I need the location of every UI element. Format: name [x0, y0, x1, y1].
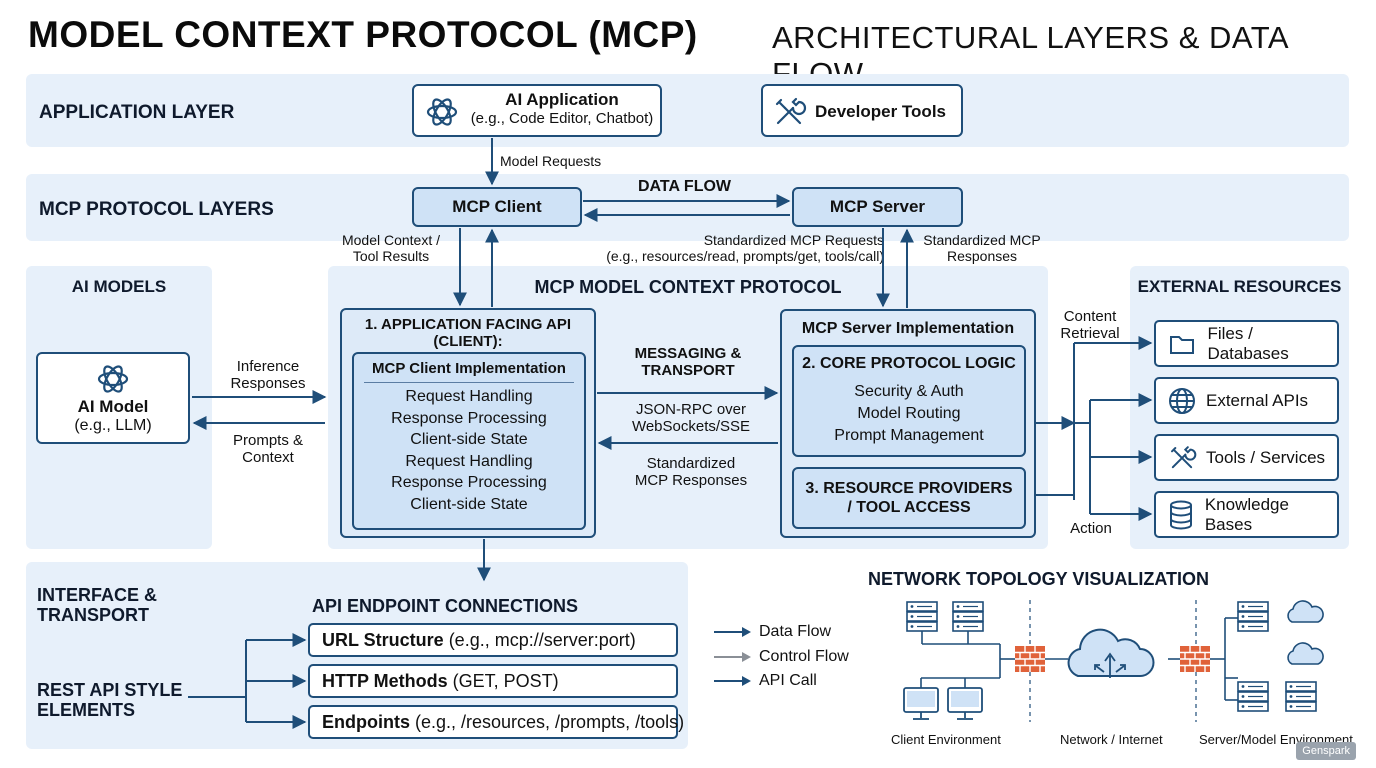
application-facing-api-title: 1. APPLICATION FACING API (CLIENT): [364, 316, 572, 350]
files-databases-box[interactable]: Files / Databases [1154, 320, 1339, 367]
client-item: Client-side State [410, 431, 528, 448]
client-item: Client-side State [410, 495, 528, 513]
legend-control-flow-label: Control Flow [759, 648, 849, 665]
server-implementation-title: MCP Server Implementation [801, 320, 1015, 337]
ai-models-label: AI MODELS [71, 277, 167, 296]
legend-api-call: API Call [714, 672, 817, 690]
application-layer-label: APPLICATION LAYER [39, 102, 235, 123]
client-item: Response Processing [391, 409, 547, 427]
external-apis-box[interactable]: External APIs [1154, 377, 1339, 424]
standardized-responses-mid-label: Standardized MCP Responses [634, 455, 748, 489]
resource-providers-box[interactable]: 3. RESOURCE PROVIDERS / TOOL ACCESS [792, 467, 1026, 529]
protocol-layer-band [26, 174, 1349, 241]
genspark-watermark: Genspark [1296, 742, 1356, 760]
mcp-server-box[interactable]: MCP Server [792, 187, 963, 227]
mcp-server-label: MCP Server [829, 197, 926, 216]
blue-arrow-icon [714, 676, 751, 686]
messaging-transport-label: MESSAGING & TRANSPORT [634, 345, 742, 379]
tools-icon [1162, 443, 1202, 473]
standardized-requests-label: Standardized MCP Requests (e.g., resourc… [606, 232, 884, 264]
http-methods-bold: HTTP Methods [322, 670, 448, 691]
topology-title: NETWORK TOPOLOGY VISUALIZATION [868, 569, 1210, 589]
tools-services-box[interactable]: Tools / Services [1154, 434, 1339, 481]
openai-logo-icon [97, 365, 129, 393]
ai-model-title: AI Model [77, 397, 149, 416]
interface-transport-label: INTERFACE & TRANSPORT [37, 585, 158, 625]
inference-responses-label: Inference Responses [230, 358, 306, 392]
ai-model-box[interactable]: AI Model (e.g., LLM) [36, 352, 190, 444]
endpoints-row[interactable]: Endpoints (e.g., /resources, /prompts, /… [308, 705, 684, 739]
legend-control-flow: Control Flow [714, 648, 849, 666]
page-subtitle: ARCHITECTURAL LAYERS & DATA FLOW [772, 20, 1288, 91]
url-structure-row[interactable]: URL Structure (e.g., mcp://server:port) [308, 623, 678, 657]
endpoints-bold: Endpoints [322, 711, 410, 732]
legend-data-flow: Data Flow [714, 623, 831, 641]
rest-api-label: REST API STYLE ELEMENTS [37, 680, 183, 720]
application-layer-band [26, 74, 1349, 147]
protocol-layer-label: MCP PROTOCOL LAYERS [39, 199, 274, 220]
legend-data-flow-label: Data Flow [759, 623, 832, 640]
folder-icon [1162, 333, 1201, 355]
openai-logo-icon [426, 98, 458, 126]
client-item: Request Handling [405, 452, 533, 470]
ai-application-title: AI Application [505, 90, 619, 109]
wrench-screwdriver-icon [775, 97, 807, 125]
application-facing-api-box[interactable]: 1. APPLICATION FACING API (CLIENT): MCP … [340, 308, 596, 538]
client-item: Request Handling [405, 388, 533, 405]
resource-providers-title: 3. RESOURCE PROVIDERS / TOOL ACCESS [805, 480, 1013, 516]
core-item: Security & Auth [854, 383, 964, 400]
ai-application-box[interactable]: AI Application (e.g., Code Editor, Chatb… [412, 84, 662, 137]
knowledge-bases-box[interactable]: Knowledge Bases [1154, 491, 1339, 538]
developer-tools-label: Developer Tools [815, 102, 946, 121]
knowledge-bases-label: Knowledge Bases [1204, 494, 1289, 534]
external-resources-label: EXTERNAL RESOURCES [1137, 277, 1342, 296]
gray-arrow-icon [714, 652, 751, 662]
jsonrpc-label: JSON-RPC over WebSockets/SSE [631, 401, 751, 435]
ai-application-subtitle: (e.g., Code Editor, Chatbot) [470, 110, 654, 127]
prompts-context-label: Prompts & Context [232, 432, 304, 466]
core-item: Prompt Management [834, 427, 984, 444]
mcp-client-label: MCP Client [452, 197, 542, 216]
client-item: Response Processing [391, 474, 547, 491]
ai-model-subtitle: (e.g., LLM) [74, 417, 152, 434]
core-protocol-logic-title: 2. CORE PROTOCOL LOGIC [802, 355, 1016, 372]
data-flow-label: DATA FLOW [638, 178, 732, 195]
page-title: MODEL CONTEXT PROTOCOL (MCP) [28, 14, 698, 55]
url-structure-bold: URL Structure [322, 629, 444, 650]
url-structure-detail: (e.g., mcp://server:port) [443, 629, 636, 650]
http-methods-detail: (GET, POST) [447, 670, 559, 691]
content-retrieval-label: Content Retrieval [1060, 308, 1120, 342]
files-databases-label: Files / Databases [1207, 323, 1289, 363]
http-methods-row[interactable]: HTTP Methods (GET, POST) [308, 664, 678, 698]
model-context-label: Model Context / Tool Results [341, 232, 441, 264]
client-environment-label: Client Environment [891, 732, 1001, 747]
legend-api-call-label: API Call [759, 672, 817, 689]
globe-icon [1162, 387, 1202, 415]
tools-services-label: Tools / Services [1206, 447, 1326, 467]
developer-tools-box[interactable]: Developer Tools [761, 84, 963, 137]
network-internet-label: Network / Internet [1060, 732, 1163, 747]
protocol-title: MCP MODEL CONTEXT PROTOCOL [534, 277, 842, 297]
network-topology-diagram [903, 600, 1324, 722]
external-apis-label: External APIs [1206, 390, 1309, 410]
client-implementation-title: MCP Client Implementation [372, 360, 566, 377]
model-requests-label: Model Requests [500, 153, 602, 169]
endpoints-detail: (e.g., /resources, /prompts, /tools) [410, 711, 685, 732]
api-endpoint-title: API ENDPOINT CONNECTIONS [312, 596, 579, 616]
client-implementation-box[interactable]: MCP Client Implementation Request Handli… [352, 352, 586, 530]
server-implementation-box[interactable]: MCP Server Implementation 2. CORE PROTOC… [780, 309, 1036, 538]
blue-arrow-icon [714, 627, 751, 637]
action-label: Action [1070, 520, 1112, 537]
core-item: Model Routing [857, 405, 961, 422]
standardized-responses-top-label: Standardized MCP Responses [923, 232, 1041, 264]
client-items-list: Request Handling Response Processing Cli… [354, 386, 584, 515]
database-icon [1162, 500, 1201, 530]
core-protocol-logic-box[interactable]: 2. CORE PROTOCOL LOGIC Security & Auth M… [792, 345, 1026, 457]
mcp-client-box[interactable]: MCP Client [412, 187, 582, 227]
